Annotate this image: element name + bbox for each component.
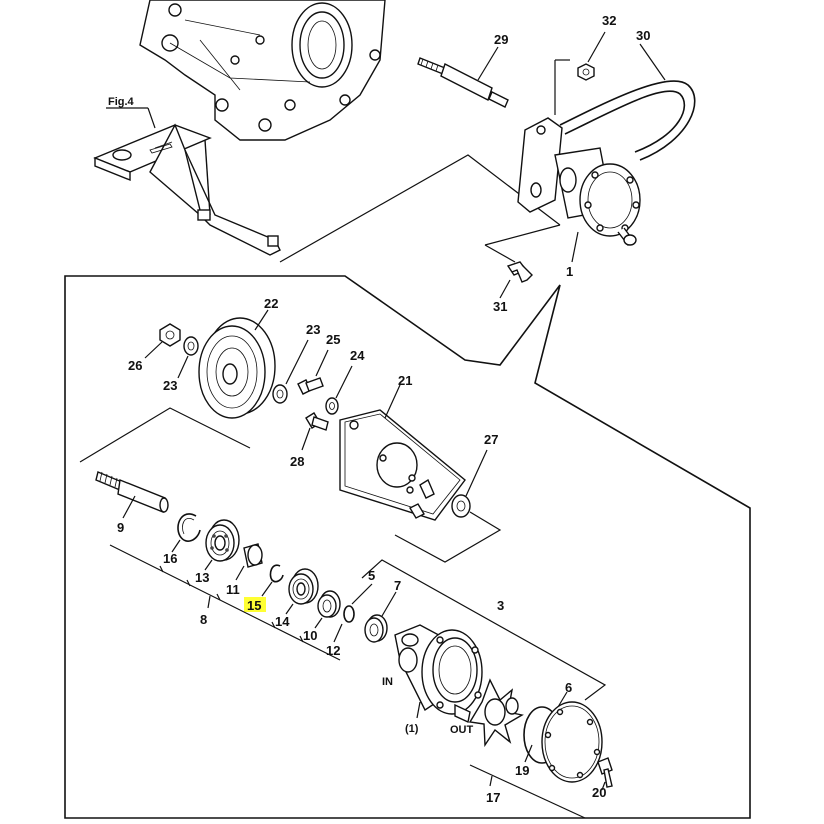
group-8-leader <box>109 544 341 661</box>
callout-7: 7 <box>394 578 401 593</box>
part-28-bolt: 28 <box>290 412 329 469</box>
label-out: OUT <box>450 724 474 736</box>
fig4-label: Fig.4 <box>108 96 135 108</box>
part-26-nut: 26 <box>128 323 181 373</box>
group-17-leader <box>469 764 586 819</box>
part-27-nut: 27 <box>451 432 498 518</box>
callout-25: 25 <box>326 332 340 347</box>
callout-23-left: 23 <box>163 378 177 393</box>
mounting-bracket <box>93 123 281 256</box>
callout-11: 11 <box>226 582 240 597</box>
pump-assembly-upper <box>517 59 641 247</box>
impeller <box>468 678 524 748</box>
callout-28: 28 <box>290 454 304 469</box>
part-13-bearing: 13 <box>195 519 240 585</box>
part-21-plate: 21 <box>339 373 466 521</box>
part-9-shaft: 9 <box>95 471 169 535</box>
part-23-washer-left: 23 <box>163 336 199 393</box>
callout-23-right: 23 <box>306 322 320 337</box>
callout-14: 14 <box>275 614 290 629</box>
callout-31: 31 <box>493 299 507 314</box>
callout-30: 30 <box>636 28 650 43</box>
highlight-15 <box>244 597 266 612</box>
callout-3: 3 <box>497 598 504 613</box>
engine-block <box>139 0 386 141</box>
callout-5: 5 <box>368 568 375 583</box>
part-14-bearing: 14 <box>275 568 319 629</box>
part-29-adjust-bolt: 29 <box>417 32 509 108</box>
part-16-circlip: 16 <box>163 513 201 566</box>
callout-13: 13 <box>195 570 209 585</box>
callout-6: 6 <box>565 680 572 695</box>
part-22-pulley: 22 <box>198 296 278 419</box>
callout-15: 15 <box>247 598 261 613</box>
part-12-o-ring: 12 <box>326 605 355 658</box>
group-3-leader <box>361 559 607 701</box>
label-ref-1: (1) <box>405 723 419 735</box>
part-30-v-belt: 30 <box>559 28 696 161</box>
callout-16: 16 <box>163 551 177 566</box>
callout-9: 9 <box>117 520 124 535</box>
label-in: IN <box>382 676 393 688</box>
part-10-seal: 10 <box>303 590 341 643</box>
part-24-washer: 24 <box>325 348 365 415</box>
callout-27: 27 <box>484 432 498 447</box>
callout-1-group: 1 <box>566 231 579 279</box>
callout-5-group: 5 <box>351 568 375 605</box>
part-20-screw: 20 <box>592 757 613 800</box>
callout-26: 26 <box>128 358 142 373</box>
part-23-washer-right: 23 <box>272 322 320 404</box>
callout-21: 21 <box>398 373 412 388</box>
pump-body: IN OUT (1) <box>382 624 483 736</box>
part-31-bolt: 31 <box>484 224 561 314</box>
part-7-bushing: 7 <box>364 578 401 643</box>
fig4-reference: Fig.4 <box>106 96 156 129</box>
callout-32: 32 <box>602 13 616 28</box>
part-25-bolt: 25 <box>297 332 340 395</box>
callout-12: 12 <box>326 643 340 658</box>
callout-29: 29 <box>494 32 508 47</box>
callout-10: 10 <box>303 628 317 643</box>
part-19-cover: 19 <box>515 701 603 783</box>
callout-1: 1 <box>566 264 573 279</box>
callout-24: 24 <box>350 348 365 363</box>
callout-17: 17 <box>486 790 500 805</box>
part-11-spacer: 11 <box>226 543 263 597</box>
callout-19: 19 <box>515 763 529 778</box>
callout-8: 8 <box>200 612 207 627</box>
exploded-view-frame <box>64 275 751 819</box>
callout-22: 22 <box>264 296 278 311</box>
part-32-nut: 32 <box>577 13 616 81</box>
part-15-snap-ring: 15 <box>244 564 284 613</box>
callout-20: 20 <box>592 785 606 800</box>
